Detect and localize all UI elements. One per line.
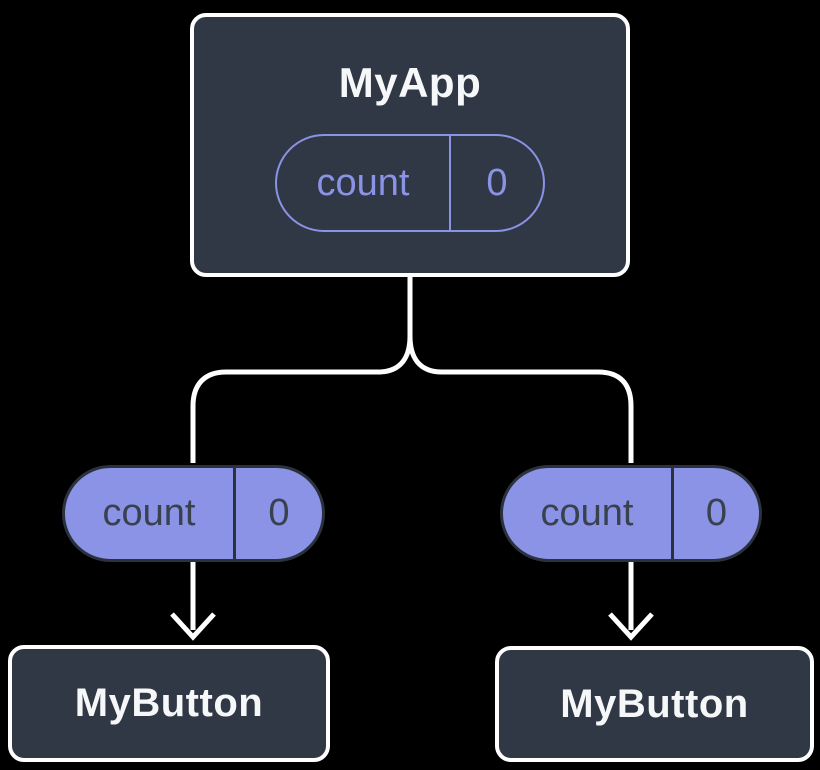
connector-root-to-left-child <box>190 277 413 463</box>
arrow-left-down-icon <box>170 562 216 641</box>
arrow-right-down-icon <box>608 562 654 641</box>
component-node-left-child: MyButton <box>8 645 330 762</box>
prop-value: 0 <box>233 468 322 559</box>
root-state-pill: count 0 <box>275 134 545 232</box>
prop-name: count <box>540 492 634 534</box>
state-value: 0 <box>449 136 543 230</box>
component-node-root: MyApp count 0 <box>190 13 630 277</box>
child-component-label: MyButton <box>74 681 264 725</box>
component-node-right-child: MyButton <box>495 646 814 762</box>
connector-root-to-right-child <box>407 277 634 463</box>
state-name: count <box>316 161 410 204</box>
prop-value: 0 <box>671 468 759 559</box>
root-component-label: MyApp <box>338 59 482 106</box>
prop-pill-right: count 0 <box>500 465 762 562</box>
child-component-label: MyButton <box>560 681 749 726</box>
prop-pill-left: count 0 <box>62 465 325 562</box>
prop-name: count <box>102 492 196 534</box>
